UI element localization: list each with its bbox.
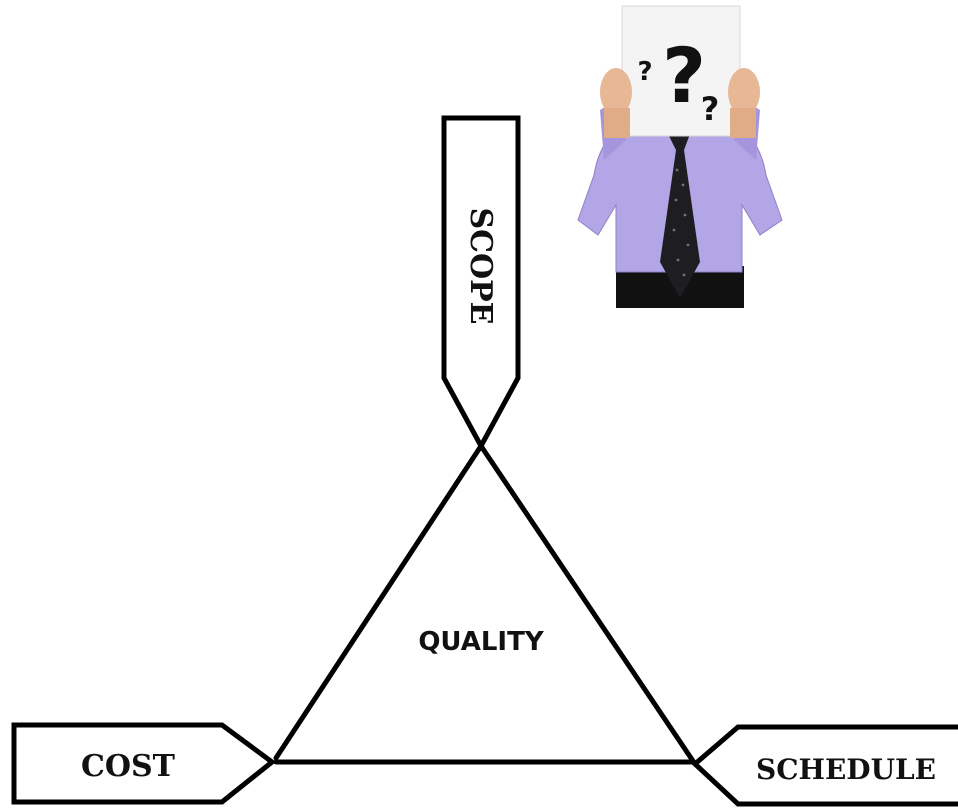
businessman-question-illustration: ? ? ?	[577, 5, 783, 308]
scope-arrow: SCOPE	[441, 115, 521, 452]
question-mark-small-left: ?	[637, 57, 652, 87]
tie	[660, 134, 700, 298]
cost-arrow: COST	[11, 722, 277, 805]
question-mark-small-right: ?	[701, 90, 720, 128]
cost-label: COST	[81, 749, 176, 784]
quality-label: QUALITY	[418, 627, 545, 657]
left-hand	[600, 68, 632, 116]
schedule-arrow: SCHEDULE	[691, 724, 958, 807]
right-hand	[728, 68, 760, 116]
question-mark-large: ?	[662, 31, 706, 120]
scope-label: SCOPE	[463, 207, 498, 324]
triangle-right-edge	[478, 443, 696, 764]
quality-triangle	[273, 443, 696, 765]
triangle-left-edge	[273, 443, 484, 761]
schedule-label: SCHEDULE	[756, 753, 936, 786]
